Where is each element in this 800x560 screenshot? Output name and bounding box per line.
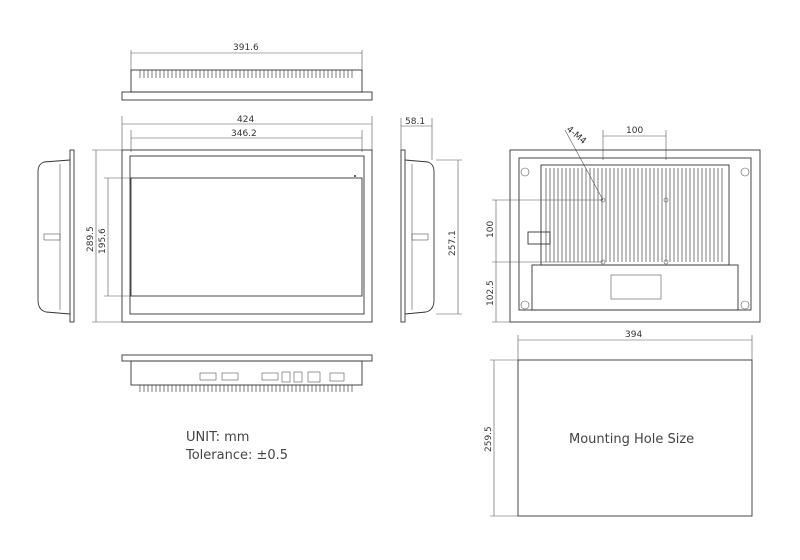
- dim-side-height: 257.1: [448, 230, 458, 256]
- left-side-view: [37, 149, 75, 323]
- dim-rear-vertical: 100: [486, 221, 496, 238]
- dim-hole-spacing: 100: [626, 126, 643, 136]
- dim-cutout-height: 259.5: [484, 426, 494, 452]
- front-bezel: [121, 149, 373, 323]
- dim-rear-bottom: 102.5: [486, 280, 496, 306]
- hole-label: 4-M4: [564, 125, 588, 147]
- front-view: 424 346.2 289.5 195.6: [86, 115, 373, 323]
- dim-top-width: 391.6: [233, 43, 259, 53]
- dim-cutout-width: 394: [625, 330, 642, 340]
- notes: UNIT: mm Tolerance: ±0.5: [185, 430, 288, 463]
- dim-front-height: 289.5: [86, 226, 96, 252]
- unit-note: UNIT: mm: [186, 430, 249, 445]
- dim-front-width: 424: [237, 115, 254, 125]
- cutout-outline: [517, 359, 753, 517]
- rear-housing: [509, 149, 761, 323]
- top-view: 391.6: [121, 43, 373, 101]
- dim-screen-width: 346.2: [231, 129, 257, 139]
- cutout-title: Mounting Hole Size: [569, 432, 694, 447]
- tolerance-note: Tolerance: ±0.5: [185, 448, 288, 463]
- right-side-view: 58.1 257.1: [400, 117, 462, 323]
- mounting-cutout: 394 Mounting Hole Size 259.5: [484, 330, 753, 517]
- rear-view: 100 4-M4 100 102.5: [486, 125, 761, 323]
- screen-area: [130, 177, 363, 297]
- bottom-view: [121, 354, 373, 392]
- dim-screen-height: 195.6: [98, 228, 108, 254]
- dim-side-depth: 58.1: [405, 117, 425, 127]
